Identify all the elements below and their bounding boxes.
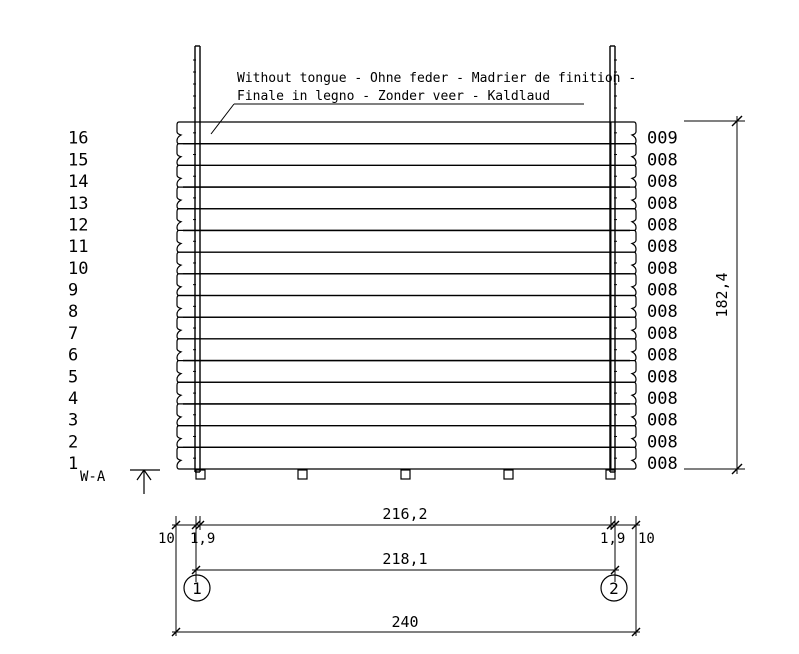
log-course bbox=[176, 403, 637, 427]
height-dimension: 182,4 bbox=[684, 115, 745, 475]
course-code: 008 bbox=[647, 215, 678, 235]
course-number: 13 bbox=[68, 194, 88, 214]
course-code: 008 bbox=[647, 367, 678, 387]
note-line-1: Without tongue - Ohne feder - Madrier de… bbox=[237, 71, 636, 86]
course-number: 11 bbox=[68, 237, 88, 257]
course-number: 15 bbox=[68, 150, 88, 170]
log-course bbox=[176, 338, 637, 362]
course-code: 008 bbox=[647, 346, 678, 366]
log-course bbox=[176, 359, 637, 383]
log-course bbox=[176, 121, 637, 145]
edge-left-value: 10 bbox=[158, 531, 175, 547]
course-code: 008 bbox=[647, 150, 678, 170]
log-course bbox=[176, 251, 637, 275]
course-number: 12 bbox=[68, 215, 88, 235]
axis-marker-2: 2 bbox=[600, 574, 628, 602]
overall-length-value: 240 bbox=[391, 613, 418, 631]
offset-left-value: 1,9 bbox=[190, 531, 215, 547]
course-number: 16 bbox=[68, 129, 88, 149]
height-dimension-value: 182,4 bbox=[713, 272, 731, 317]
course-code: 008 bbox=[647, 432, 678, 452]
course-code: 008 bbox=[647, 411, 678, 431]
edge-right-value: 10 bbox=[638, 531, 655, 547]
post-notches bbox=[193, 59, 617, 459]
course-code: 009 bbox=[647, 129, 678, 149]
course-code: 008 bbox=[647, 194, 678, 214]
course-number: 7 bbox=[68, 324, 78, 344]
course-code: 008 bbox=[647, 302, 678, 322]
course-number: 1 bbox=[68, 454, 78, 474]
course-code: 008 bbox=[647, 454, 678, 474]
course-code: 008 bbox=[647, 172, 678, 192]
horizontal-dimensions: 216,2 10 1,9 1,9 10 218,1 240 bbox=[158, 505, 655, 637]
course-code: 008 bbox=[647, 259, 678, 279]
left-post bbox=[194, 45, 201, 473]
foundation-block bbox=[605, 469, 616, 480]
course-number: 10 bbox=[68, 259, 88, 279]
dimension-tick bbox=[171, 520, 641, 530]
course-code: 008 bbox=[647, 281, 678, 301]
course-number: 14 bbox=[68, 172, 88, 192]
right-post bbox=[609, 45, 616, 473]
log-course bbox=[176, 446, 637, 470]
foundation-blocks bbox=[195, 469, 616, 480]
axis-marker-2-label: 2 bbox=[609, 579, 619, 598]
log-course bbox=[176, 294, 637, 318]
course-code: 008 bbox=[647, 324, 678, 344]
note-line-2: Finale in legno - Zonder veer - Kaldlaud bbox=[237, 89, 550, 104]
course-number: 4 bbox=[68, 389, 78, 409]
log-course bbox=[176, 229, 637, 253]
foundation-block bbox=[195, 469, 206, 480]
course-code: 008 bbox=[647, 237, 678, 257]
course-type-codes: 0090080080080080080080080080080080080080… bbox=[647, 129, 678, 474]
foundation-block bbox=[297, 469, 308, 480]
log-courses bbox=[176, 121, 637, 470]
axis-marker-1: 1 bbox=[183, 574, 211, 602]
course-number: 8 bbox=[68, 302, 78, 322]
wall-label: W-A bbox=[80, 469, 106, 485]
inner-span-value: 216,2 bbox=[382, 505, 427, 523]
log-course bbox=[176, 381, 637, 405]
course-number: 9 bbox=[68, 281, 78, 301]
log-course bbox=[176, 208, 637, 232]
log-course bbox=[176, 424, 637, 448]
note-leader bbox=[210, 103, 235, 135]
log-course bbox=[176, 316, 637, 340]
log-course bbox=[176, 186, 637, 210]
foundation-block bbox=[400, 469, 411, 480]
offset-right-value: 1,9 bbox=[600, 531, 625, 547]
course-code: 008 bbox=[647, 389, 678, 409]
course-number: 2 bbox=[68, 432, 78, 452]
log-course bbox=[176, 143, 637, 167]
axis-span-value: 218,1 bbox=[382, 550, 427, 568]
foundation-block bbox=[503, 469, 514, 480]
course-number: 3 bbox=[68, 411, 78, 431]
log-course bbox=[176, 273, 637, 297]
course-number: 6 bbox=[68, 346, 78, 366]
course-number: 5 bbox=[68, 367, 78, 387]
axis-marker-1-label: 1 bbox=[192, 579, 202, 598]
log-course bbox=[176, 164, 637, 188]
base-level-arrow-icon bbox=[130, 469, 160, 494]
